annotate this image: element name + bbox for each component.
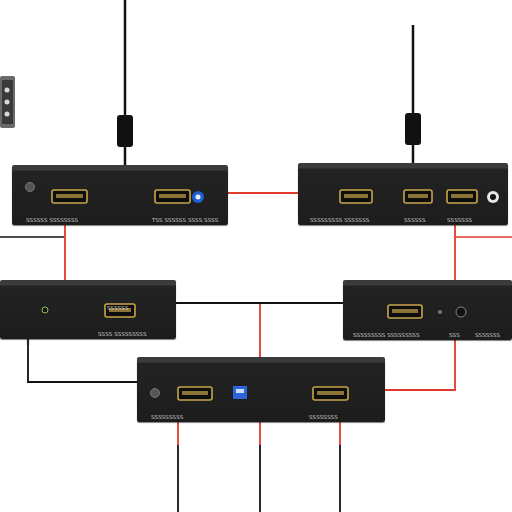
port-label: SSSSSSS: [447, 217, 472, 223]
label-holder: SSSS SSSSSSSSS: [98, 321, 147, 340]
label-holder: SSS: [449, 322, 460, 341]
cable-connector: [176, 302, 343, 304]
port-panel: [0, 280, 176, 339]
cable-connector: [228, 192, 298, 194]
label-holder: SSSSSSS: [447, 207, 472, 226]
device-box: SSSSSSSSS SSSSSSSSSSSSSSSSSSSS: [298, 163, 508, 225]
hdmi-port: [340, 190, 372, 203]
ferrite-core: [117, 115, 133, 147]
label-holder: SSSSSS SSSSSSSS: [26, 207, 78, 226]
port-label: SSSSSSS: [475, 332, 500, 338]
cable-connector: [28, 339, 137, 382]
device-box: SSSSSSSSS SSSSSSSSSSSSSSSSSSS: [343, 280, 512, 340]
hdmi-port: [178, 387, 212, 400]
label-holder: SSSSSSSSS SSSSSSS: [310, 207, 369, 226]
round-port: [456, 307, 466, 317]
wire: [455, 236, 512, 238]
port-label: SSSSSS: [404, 217, 426, 223]
connector-icon: [0, 76, 15, 128]
hdmi-port: [52, 190, 87, 203]
wire: [0, 236, 65, 238]
port-label: SSSSSS: [107, 305, 129, 311]
port-panel: [298, 163, 508, 225]
blue-port: [192, 191, 204, 203]
port-panel: [137, 357, 385, 422]
port-label: SSSSSSSSS: [151, 414, 183, 420]
port-label: SSSSSSSS: [309, 414, 338, 420]
wire: [177, 445, 179, 512]
port-label: SSS: [449, 332, 460, 338]
label-holder: SSSSSS: [404, 207, 426, 226]
wire: [259, 445, 261, 512]
hdmi-port: [388, 305, 422, 318]
label-holder: SSSSSSSSS SSSSSSSSS: [353, 322, 420, 341]
label-holder: SSSSSSSS: [309, 404, 338, 423]
port-label: TSS SSSSSS SSSS SSSS: [152, 217, 218, 223]
port-label: SSSSSSSSS SSSSSSSSS: [353, 332, 420, 338]
wire: [339, 445, 341, 512]
cable-connector: [64, 225, 66, 280]
hdmi-port: [404, 190, 432, 203]
ferrite-core: [405, 113, 421, 145]
hdmi-port: [155, 190, 190, 203]
port-panel: [343, 280, 512, 340]
label-holder: SSSSSSSSS: [151, 404, 183, 423]
port-label: SSSSSS SSSSSSSS: [26, 217, 78, 223]
label-holder: SSSSSSS: [475, 322, 500, 341]
hdmi-port: [447, 190, 477, 203]
cable-connector: [454, 225, 456, 280]
cable-connector: [176, 303, 260, 357]
led-port: [42, 307, 48, 313]
cable-connector: [385, 340, 455, 390]
tiny-port: [438, 310, 442, 314]
port-label: SSSSSSSSS SSSSSSS: [310, 217, 369, 223]
device-box: SSSSSS SSSS SSSSSSSSS: [0, 280, 176, 339]
jack-port: [487, 191, 499, 203]
dot-port: [26, 183, 35, 192]
dot-port: [151, 389, 160, 398]
port-panel: [12, 165, 228, 225]
hdmi-port: [313, 387, 348, 400]
device-box: SSSSSSSSSSSSSSSSS: [137, 357, 385, 422]
port-label: SSSS SSSSSSSSS: [98, 331, 147, 337]
label-holder: TSS SSSSSS SSSS SSSS: [152, 207, 218, 226]
device-box: SSSSSS SSSSSSSS TSS SSSSSS SSSS SSSS: [12, 165, 228, 225]
label-holder: SSSSSS: [107, 295, 129, 314]
hdmi-port: [105, 304, 135, 317]
usb-port: [233, 386, 247, 399]
